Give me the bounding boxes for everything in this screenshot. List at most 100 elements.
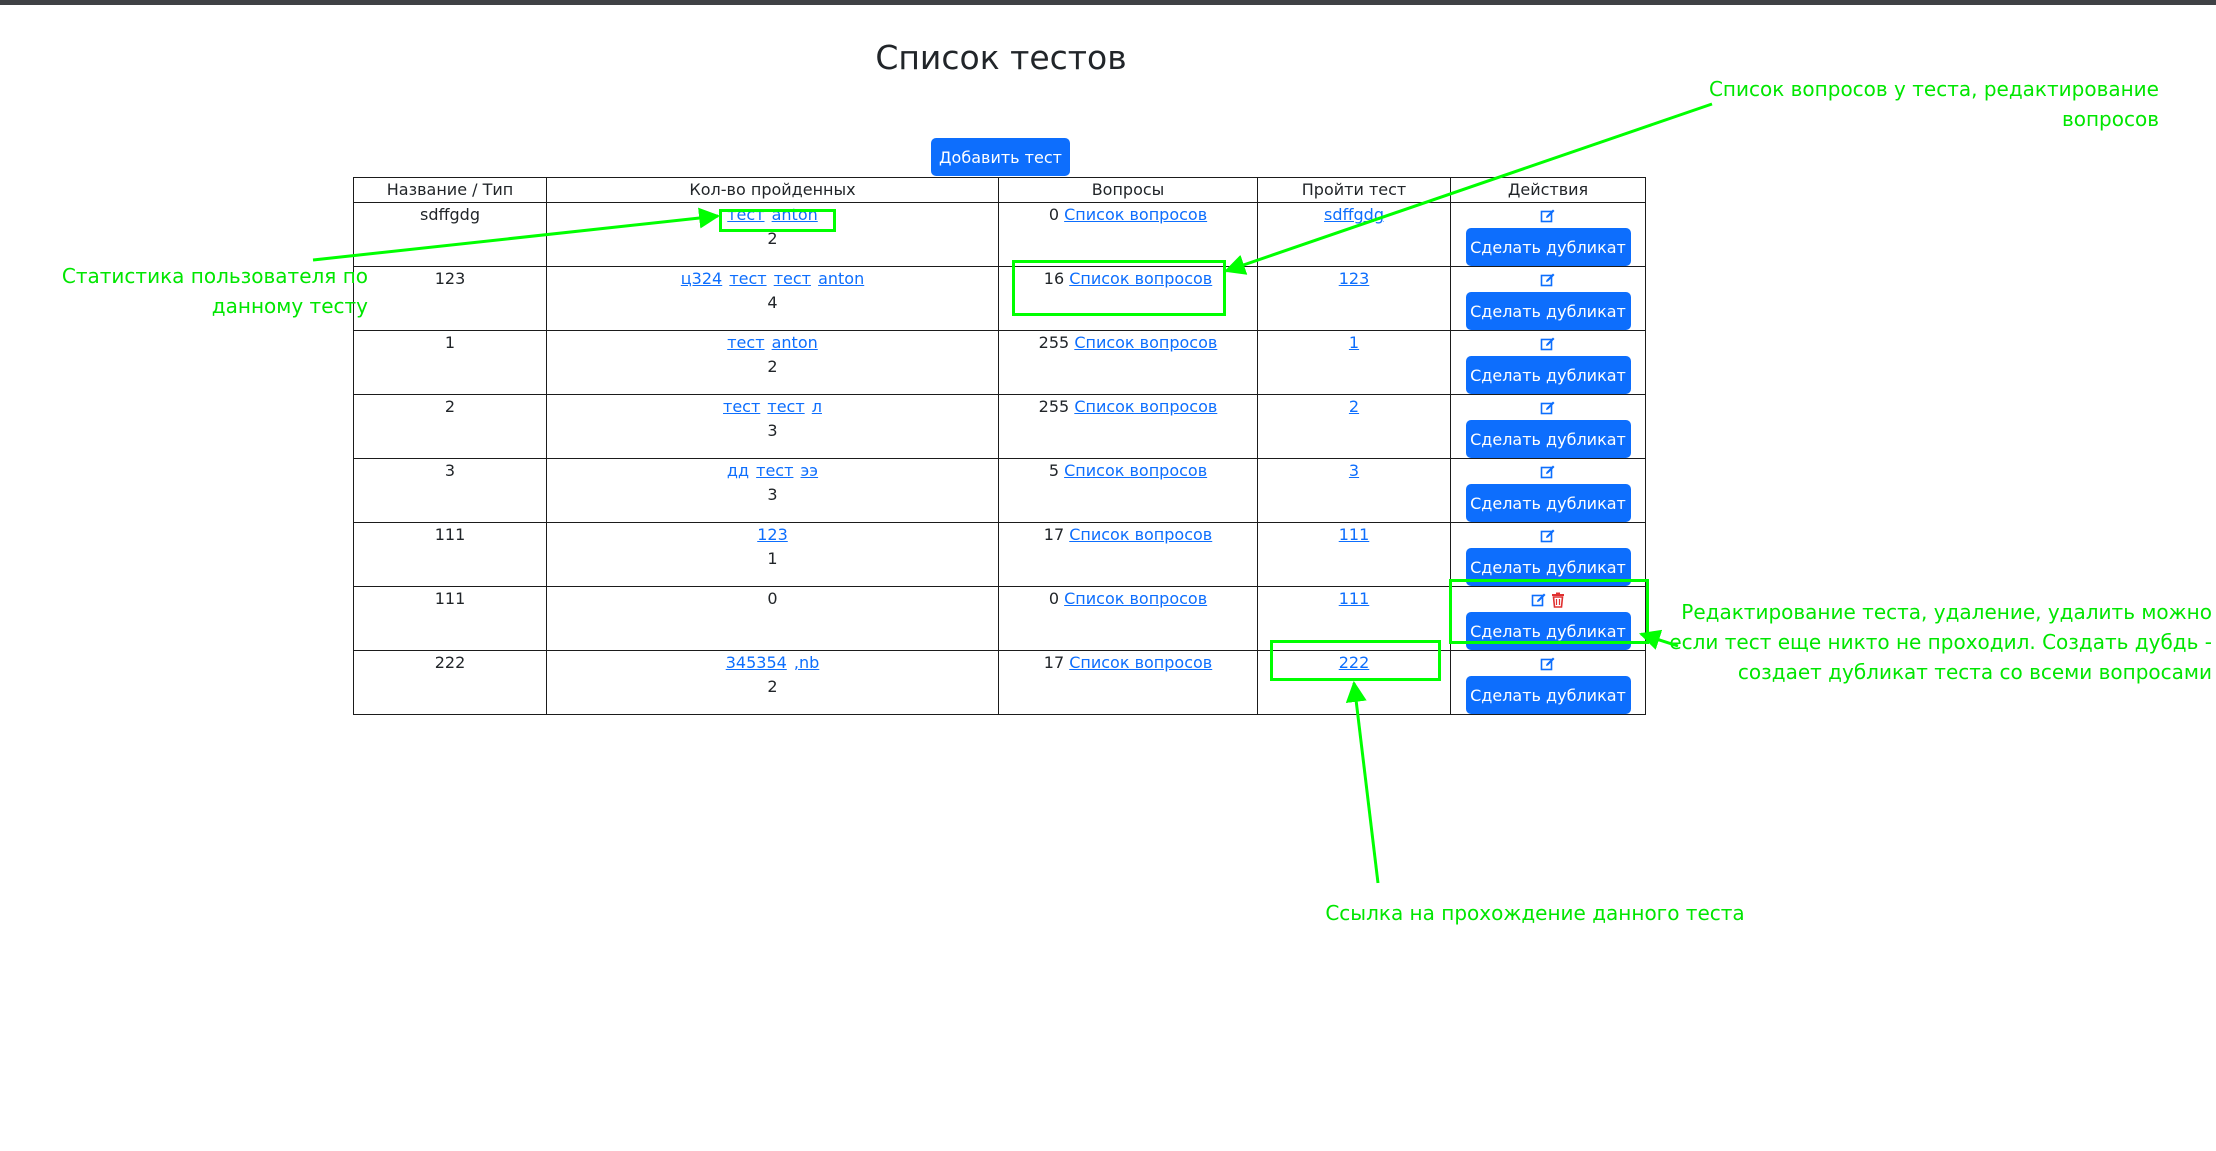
user-list: тест тест л — [722, 397, 823, 416]
table-row: 3 дд тест ээ 3 5 Список вопросов 3 Сдела… — [353, 458, 1646, 523]
user-stats-link[interactable]: ц324 — [680, 269, 723, 288]
test-name: 1 — [444, 333, 456, 352]
highlight-user-stats — [719, 209, 836, 232]
question-count: 0 — [1048, 589, 1060, 608]
question-count: 17 — [1043, 525, 1065, 544]
table-row: 2 тест тест л 3 255 Список вопросов 2 Сд… — [353, 394, 1646, 459]
actions-cell: Сделать дубликат — [1450, 394, 1646, 459]
test-name: 222 — [434, 653, 466, 672]
user-stats-link[interactable]: тест — [723, 397, 761, 416]
test-name: sdffgdg — [420, 205, 480, 224]
duplicate-button[interactable]: Сделать дубликат — [1465, 292, 1631, 330]
questions-list-link[interactable]: Список вопросов — [1074, 397, 1218, 416]
test-name-cell: 111 — [353, 586, 547, 651]
questions-list-link[interactable]: Список вопросов — [1074, 333, 1218, 352]
action-icons — [1451, 331, 1645, 355]
take-test-link[interactable]: 3 — [1348, 461, 1360, 480]
duplicate-button[interactable]: Сделать дубликат — [1465, 676, 1631, 714]
user-stats-link[interactable]: дд — [726, 461, 750, 480]
user-stats-link[interactable]: anton — [771, 333, 818, 352]
test-name: 111 — [434, 589, 466, 608]
user-stats-link[interactable]: тест — [756, 461, 794, 480]
question-count: 255 — [1038, 333, 1070, 352]
action-icons — [1451, 203, 1645, 227]
action-icons — [1451, 523, 1645, 547]
passed-count: 0 — [767, 589, 778, 608]
action-icons — [1451, 395, 1645, 419]
annotation-questions: Список вопросов у теста, редактирование … — [1708, 77, 2159, 131]
duplicate-button[interactable]: Сделать дубликат — [1465, 484, 1631, 522]
take-test-link[interactable]: 123 — [1338, 269, 1370, 288]
take-test-cell: 222 — [1257, 650, 1451, 715]
passed-cell: дд тест ээ 3 — [546, 458, 999, 523]
duplicate-button[interactable]: Сделать дубликат — [1465, 228, 1631, 266]
user-stats-link[interactable]: 345354 — [725, 653, 787, 672]
take-test-link[interactable]: 222 — [1338, 653, 1370, 672]
duplicate-button[interactable]: Сделать дубликат — [1465, 356, 1631, 394]
take-test-link[interactable]: 1 — [1348, 333, 1360, 352]
edit-icon[interactable] — [1540, 656, 1556, 672]
take-test-link[interactable]: 111 — [1338, 589, 1370, 608]
header-take-test: Пройти тест — [1257, 177, 1451, 203]
annotation-take-link: Ссылка на прохождение данного теста — [1325, 901, 1745, 925]
user-stats-link[interactable]: ээ — [800, 461, 819, 480]
take-test-cell: 1 — [1257, 330, 1451, 395]
page-title: Список тестов — [875, 38, 1127, 77]
edit-icon[interactable] — [1540, 336, 1556, 352]
passed-count: 4 — [767, 293, 778, 312]
edit-icon[interactable] — [1540, 400, 1556, 416]
question-count: 16 — [1043, 269, 1065, 288]
table-row: 222 345354 ,nb 2 17 Список вопросов 222 … — [353, 650, 1646, 715]
test-name-cell: 222 — [353, 650, 547, 715]
duplicate-button[interactable]: Сделать дубликат — [1465, 420, 1631, 458]
trash-icon[interactable] — [1551, 592, 1565, 608]
action-icons — [1451, 267, 1645, 291]
arrow-user-stats — [312, 207, 721, 262]
questions-list-link[interactable]: Список вопросов — [1064, 589, 1208, 608]
passed-count: 1 — [767, 549, 778, 568]
questions-cell: 5 Список вопросов — [998, 458, 1258, 523]
actions-cell: Сделать дубликат — [1450, 458, 1646, 523]
action-icons — [1451, 587, 1645, 611]
passed-count: 3 — [767, 421, 778, 440]
user-stats-link[interactable]: ,nb — [793, 653, 820, 672]
question-count: 0 — [1048, 205, 1060, 224]
user-list: дд тест ээ — [726, 461, 819, 480]
passed-count: 2 — [767, 677, 778, 696]
edit-icon[interactable] — [1540, 464, 1556, 480]
take-test-link[interactable]: 111 — [1338, 525, 1370, 544]
take-test-link[interactable]: 2 — [1348, 397, 1360, 416]
passed-cell: 345354 ,nb 2 — [546, 650, 999, 715]
questions-cell: 0 Список вопросов — [998, 202, 1258, 267]
user-stats-link[interactable]: тест — [727, 333, 765, 352]
test-name-cell: 3 — [353, 458, 547, 523]
questions-list-link[interactable]: Список вопросов — [1069, 525, 1213, 544]
question-count: 255 — [1038, 397, 1070, 416]
arrow-questions — [1224, 102, 1713, 275]
test-name: 3 — [444, 461, 456, 480]
questions-cell: 0 Список вопросов — [998, 586, 1258, 651]
questions-list-link[interactable]: Список вопросов — [1069, 653, 1213, 672]
action-icons — [1451, 651, 1645, 675]
edit-icon[interactable] — [1540, 272, 1556, 288]
edit-icon[interactable] — [1540, 528, 1556, 544]
highlight-actions — [1449, 579, 1649, 644]
user-stats-link[interactable]: 123 — [757, 525, 788, 544]
user-stats-link[interactable]: тест — [729, 269, 767, 288]
take-test-link[interactable]: sdffgdg — [1324, 205, 1384, 224]
passed-count: 2 — [767, 229, 778, 248]
questions-list-link[interactable]: Список вопросов — [1069, 269, 1213, 288]
user-stats-link[interactable]: тест — [773, 269, 811, 288]
edit-icon[interactable] — [1540, 208, 1556, 224]
take-test-cell: 123 — [1257, 266, 1451, 331]
questions-list-link[interactable]: Список вопросов — [1064, 205, 1208, 224]
questions-cell: 17 Список вопросов — [998, 650, 1258, 715]
user-stats-link[interactable]: л — [811, 397, 822, 416]
edit-icon[interactable] — [1531, 592, 1547, 608]
take-test-cell: 3 — [1257, 458, 1451, 523]
user-stats-link[interactable]: anton — [818, 269, 865, 288]
user-stats-link[interactable]: тест — [767, 397, 805, 416]
add-test-button[interactable]: Добавить тест — [931, 138, 1070, 176]
questions-list-link[interactable]: Список вопросов — [1064, 461, 1208, 480]
